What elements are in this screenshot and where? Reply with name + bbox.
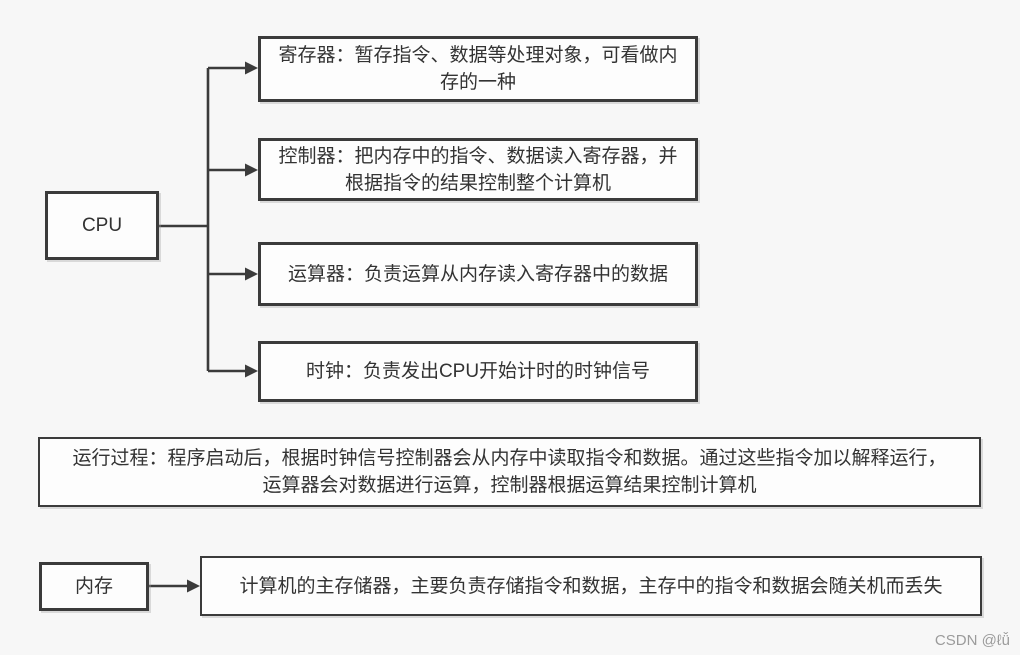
arrow-right-icon bbox=[245, 61, 258, 75]
memory-description: 计算机的主存储器，主要负责存储指令和数据，主存中的指令和数据会随关机而丢失 bbox=[200, 556, 982, 616]
memory-connector bbox=[148, 579, 200, 593]
memory-label: 内存 bbox=[74, 576, 113, 597]
arrow-right-icon bbox=[187, 579, 200, 593]
register-text: 寄存器：暂存指令、数据等处理对象，可看做内 存的一种 bbox=[278, 45, 678, 93]
arrow-right-icon bbox=[245, 163, 258, 177]
watermark: CSDN @ℓǚ bbox=[934, 632, 1010, 649]
memory-description-text: 计算机的主存储器，主要负责存储指令和数据，主存中的指令和数据会随关机而丢失 bbox=[239, 575, 943, 597]
arrow-right-icon bbox=[245, 267, 258, 281]
cpu-node: CPU bbox=[45, 191, 159, 260]
controller-text: 控制器：把内存中的指令、数据读入寄存器，并 根据指令的结果控制整个计算机 bbox=[278, 145, 678, 194]
controller-node: 控制器：把内存中的指令、数据读入寄存器，并 根据指令的结果控制整个计算机 bbox=[258, 138, 698, 201]
arrow-right-icon bbox=[245, 364, 258, 378]
memory-node: 内存 bbox=[39, 562, 149, 611]
register-node: 寄存器：暂存指令、数据等处理对象，可看做内 存的一种 bbox=[258, 36, 698, 102]
process-text: 运行过程：程序启动后，根据时钟信号控制器会从内存中读取指令和数据。通过这些指令加… bbox=[72, 448, 947, 496]
alu-text: 运算器：负责运算从内存读入寄存器中的数据 bbox=[287, 263, 668, 285]
alu-node: 运算器：负责运算从内存读入寄存器中的数据 bbox=[258, 242, 698, 306]
process-note: 运行过程：程序启动后，根据时钟信号控制器会从内存中读取指令和数据。通过这些指令加… bbox=[38, 437, 981, 507]
clock-text: 时钟：负责发出CPU开始计时的时钟信号 bbox=[305, 361, 651, 382]
cpu-branch-connector bbox=[157, 61, 258, 378]
cpu-label: CPU bbox=[81, 215, 123, 236]
clock-node: 时钟：负责发出CPU开始计时的时钟信号 bbox=[258, 341, 698, 402]
